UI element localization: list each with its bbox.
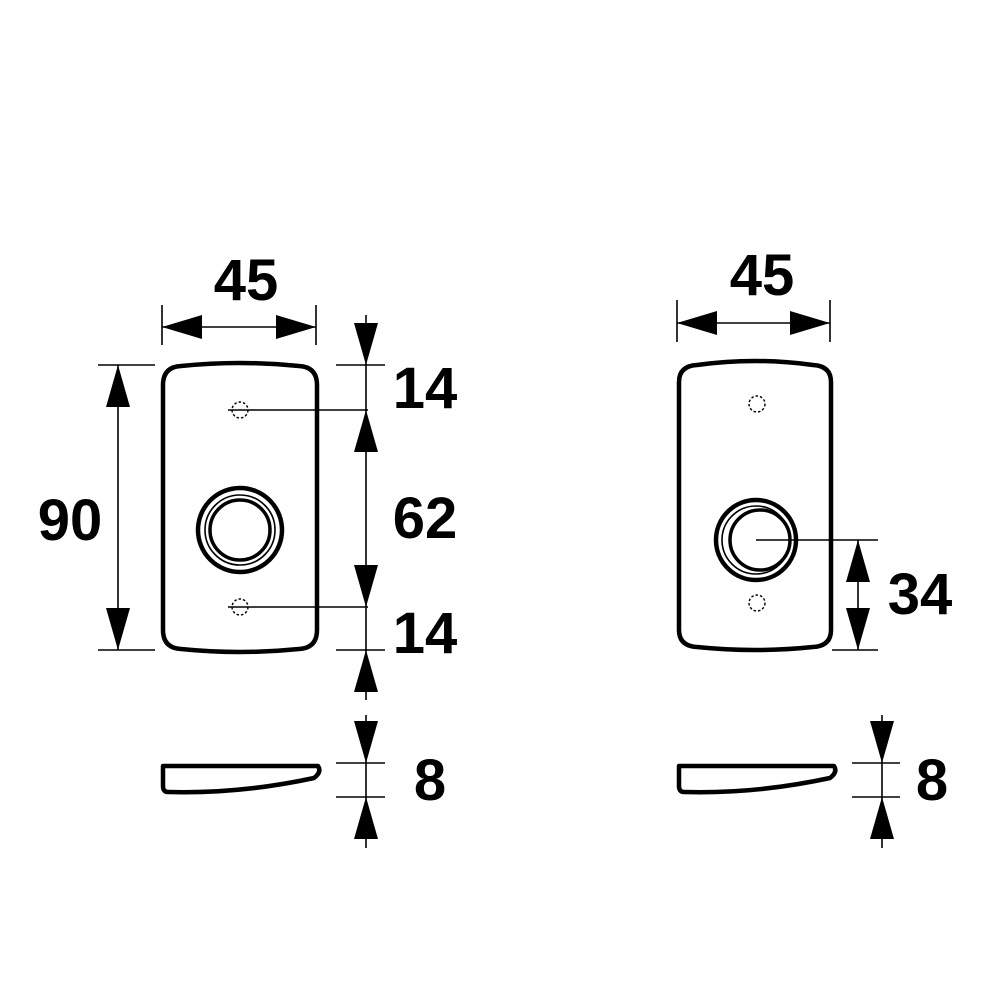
- left-width-label: 45: [214, 248, 279, 313]
- left-thickness-label: 8: [414, 748, 446, 813]
- left-spacing-arrow-bottom: [354, 565, 378, 607]
- right-side-profile: [676, 763, 838, 795]
- right-bottom-screw-hole: [748, 594, 766, 612]
- left-hole-spacing-label: 62: [393, 486, 458, 551]
- left-top-offset-label: 14: [393, 356, 458, 421]
- left-button-inner-ring: [204, 494, 276, 566]
- right-width-label: 45: [730, 243, 795, 308]
- left-bottom-offset-label: 14: [393, 601, 458, 666]
- left-height-arrow-bottom: [106, 608, 130, 650]
- left-height-arrow-top: [106, 365, 130, 407]
- left-width-arrow-right: [276, 315, 316, 339]
- right-thickness-arrow-bottom: [870, 797, 894, 839]
- left-plate-outline: [160, 360, 320, 655]
- left-thickness-arrow-top: [354, 721, 378, 763]
- right-center-arrow-top: [846, 540, 870, 582]
- right-width-arrow-left: [677, 311, 717, 335]
- left-bottom-offset-arrow-a: [354, 650, 378, 692]
- left-side-profile: [160, 763, 322, 795]
- left-height-label: 90: [38, 488, 103, 553]
- left-top-offset-arrow-a: [354, 323, 378, 365]
- left-spacing-arrow-top: [354, 410, 378, 452]
- left-view: 45 90 14 62 14 8: [38, 248, 458, 848]
- right-width-arrow-right: [790, 311, 830, 335]
- left-button-push-icon: [208, 498, 272, 562]
- right-top-screw-hole: [748, 395, 766, 413]
- left-width-arrow-left: [162, 315, 202, 339]
- right-thickness-arrow-top: [870, 721, 894, 763]
- right-plate-outline: [676, 358, 834, 653]
- left-button-outer-ring: [195, 485, 285, 575]
- right-center-height-label: 34: [888, 562, 953, 627]
- left-thickness-arrow-bottom: [354, 797, 378, 839]
- right-thickness-label: 8: [916, 748, 948, 813]
- right-center-arrow-bottom: [846, 608, 870, 650]
- right-view: 45 34 8: [676, 243, 953, 848]
